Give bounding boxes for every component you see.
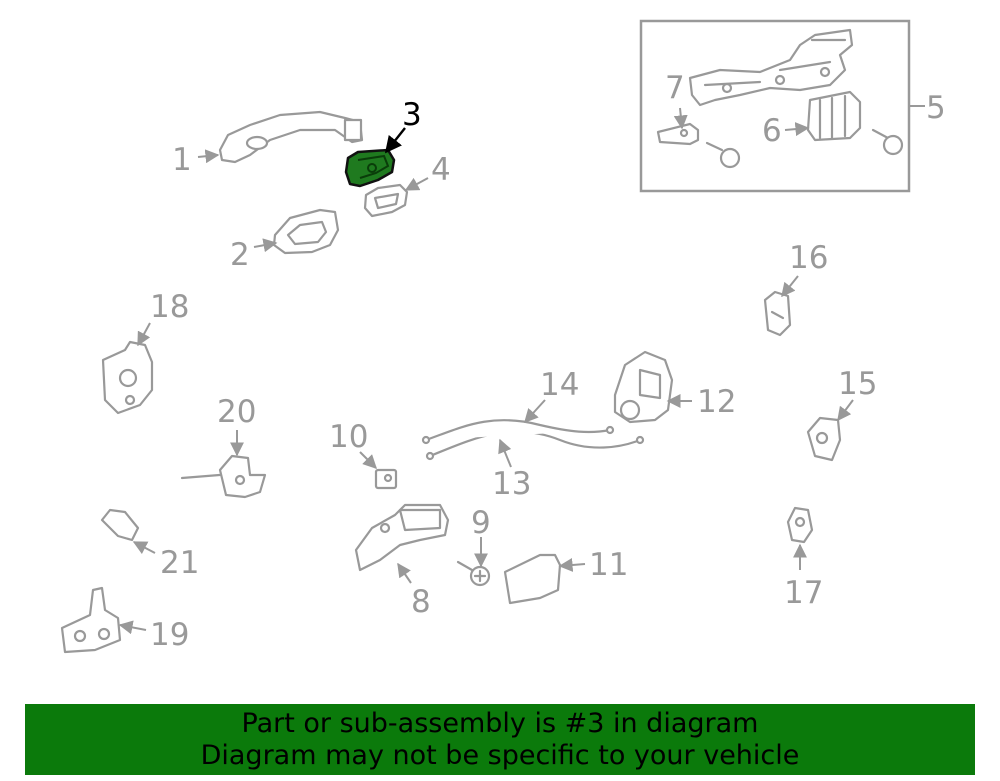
part-20-lock-rod[interactable] [180,454,267,499]
banner-line-2: Diagram may not be specific to your vehi… [200,739,800,771]
callout-7[interactable]: 7 [665,70,685,106]
part-19-striker-bracket[interactable] [60,586,122,654]
callout-8[interactable]: 8 [411,584,431,620]
callout-20[interactable]: 20 [217,394,256,430]
part-15-striker[interactable] [806,416,842,462]
callout-3[interactable]: 3 [402,97,422,133]
part-8-inner-handle[interactable] [354,503,450,572]
callout-21[interactable]: 21 [160,545,199,581]
part-6-actuator[interactable] [806,90,862,142]
leader-lines [118,105,925,635]
part-1-outer-handle[interactable] [218,110,364,164]
inset-box-part-5 [639,19,911,193]
callout-11[interactable]: 11 [589,547,628,583]
callout-4[interactable]: 4 [431,152,451,188]
part-5-screw-a [705,141,741,169]
part-17-plug[interactable] [786,506,814,544]
part-10-clip[interactable] [374,468,398,490]
part-5-screw-b [871,128,904,156]
callout-13[interactable]: 13 [492,466,531,502]
callout-15[interactable]: 15 [838,366,877,402]
callout-19[interactable]: 19 [150,617,189,653]
part-2-handle-bezel[interactable] [272,208,340,255]
callout-1[interactable]: 1 [172,142,192,178]
callout-17[interactable]: 17 [784,575,823,611]
callout-18[interactable]: 18 [150,289,189,325]
part-3-handle-cap[interactable] [344,148,396,188]
callout-9[interactable]: 9 [471,505,491,541]
part-12-door-latch[interactable] [613,350,674,424]
part-13-cable[interactable] [425,430,645,461]
part-21-clip[interactable] [100,508,140,542]
callout-5[interactable]: 5 [926,90,946,126]
callout-16[interactable]: 16 [789,240,828,276]
callout-6[interactable]: 6 [762,113,782,149]
part-11-cover[interactable] [503,553,562,605]
parts-diagram: 1 2 3 4 5 6 7 8 9 10 11 12 13 14 15 16 1… [60,19,946,654]
callout-14[interactable]: 14 [540,367,579,403]
part-7-bracket[interactable] [656,122,700,146]
part-4-cap-gasket[interactable] [363,183,409,218]
part-18-bracket[interactable] [101,340,154,415]
callout-10[interactable]: 10 [329,419,368,455]
info-banner: Part or sub-assembly is #3 in diagram Di… [25,704,975,775]
part-5-frame[interactable] [688,28,854,107]
part-16-grommet[interactable] [763,290,792,337]
callout-labels: 1 2 3 4 5 6 7 8 9 10 11 12 13 14 15 16 1… [150,70,946,653]
part-14-cable[interactable] [421,419,615,445]
banner-line-1: Part or sub-assembly is #3 in diagram [241,707,759,739]
part-9-screw[interactable] [456,560,491,587]
callout-12[interactable]: 12 [697,384,736,420]
callout-2[interactable]: 2 [230,237,250,273]
